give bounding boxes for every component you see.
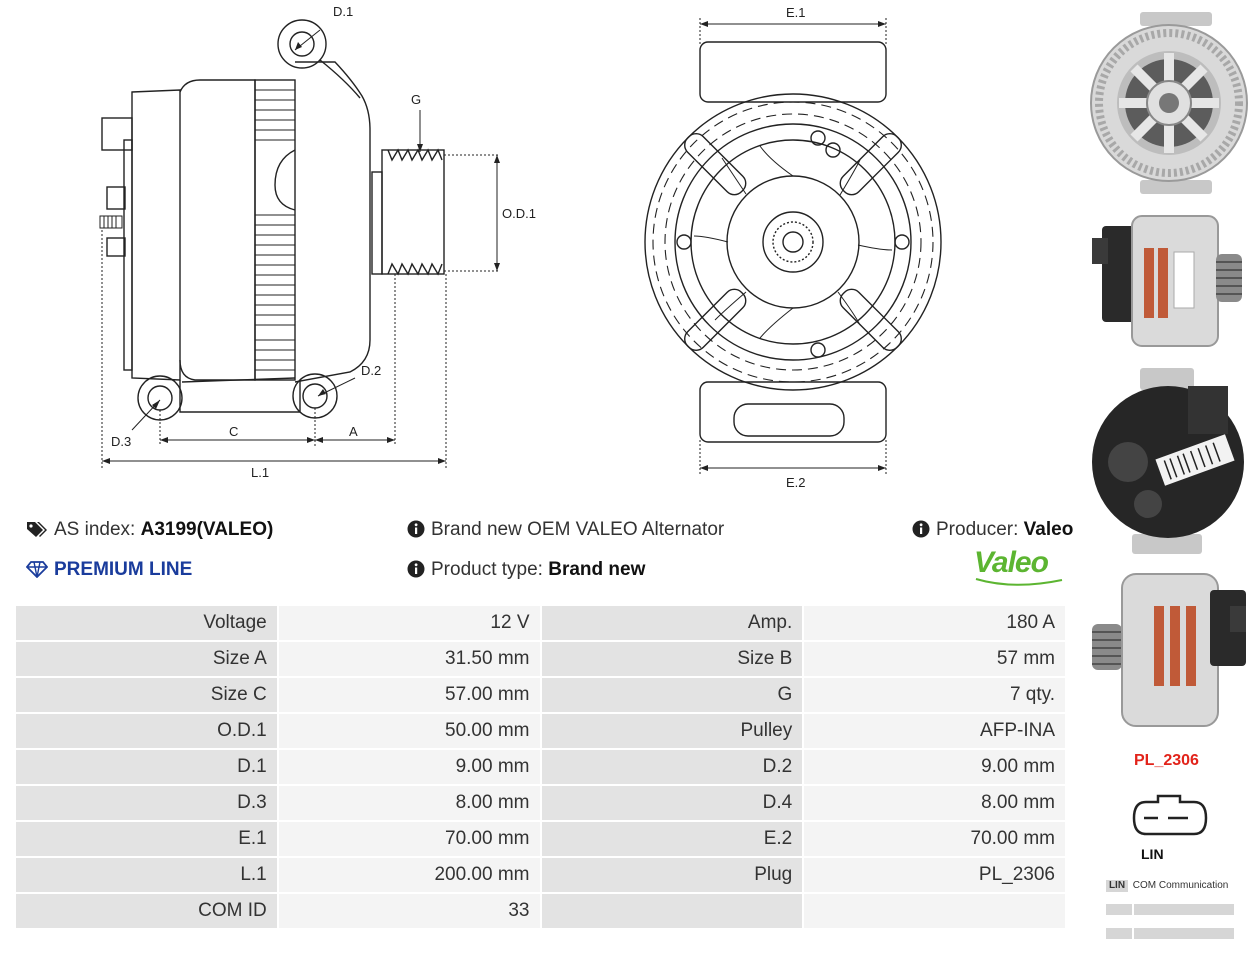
info-icon <box>407 560 425 578</box>
spec-value: 70.00 mm <box>804 822 1065 856</box>
valeo-logo: Valeo <box>974 546 1068 590</box>
product-type-value: Brand new <box>548 559 646 580</box>
spec-value: 180 A <box>804 606 1065 640</box>
spec-label: Voltage <box>16 606 277 640</box>
spec-label: D.4 <box>541 786 803 820</box>
spec-value: 31.50 mm <box>278 642 540 676</box>
label-e1: E.1 <box>786 5 806 20</box>
product-type: Product type: Brand new <box>407 559 645 581</box>
legend-tag: LIN <box>1106 880 1128 892</box>
spec-label: Size B <box>541 642 803 676</box>
legend-empty-tag <box>1106 928 1132 939</box>
spec-value: 200.00 mm <box>278 858 540 892</box>
spec-value: 12 V <box>278 606 540 640</box>
premium-line: PREMIUM LINE <box>26 559 192 581</box>
product-type-label: Product type: <box>431 559 543 580</box>
spec-label: D.2 <box>541 750 803 784</box>
label-d1: D.1 <box>333 4 353 19</box>
product-photo-rear <box>1092 368 1244 554</box>
plug-code: PL_2306 <box>1134 752 1199 769</box>
label-d2: D.2 <box>361 363 381 378</box>
spec-label: Size C <box>16 678 277 712</box>
spec-value: 57 mm <box>804 642 1065 676</box>
spec-label: G <box>541 678 803 712</box>
producer-value: Valeo <box>1023 519 1074 540</box>
description: Brand new OEM VALEO Alternator <box>407 519 724 541</box>
spec-value: 33 <box>278 894 540 928</box>
as-index-value: A3199(VALEO) <box>140 519 274 540</box>
premium-line-label: PREMIUM LINE <box>54 559 193 580</box>
label-a: A <box>349 424 358 439</box>
producer: Producer: Valeo <box>912 519 1073 541</box>
spec-label: E.2 <box>541 822 803 856</box>
tags-icon <box>27 522 47 537</box>
plug-terminal-label: LIN <box>1141 846 1164 862</box>
valeo-swoosh <box>975 578 1063 586</box>
spec-value: 70.00 mm <box>278 822 540 856</box>
as-index: AS index: A3199(VALEO) <box>26 519 273 541</box>
info-icon <box>912 520 930 538</box>
label-e2: E.2 <box>786 475 806 490</box>
plug-legend-row: LIN COM Communication <box>1106 880 1234 892</box>
label-od1: O.D.1 <box>502 206 536 221</box>
front-view-diagram: E.1 E.2 <box>644 5 942 490</box>
spec-value: PL_2306 <box>804 858 1065 892</box>
spec-label: D.3 <box>16 786 277 820</box>
legend-empty-bar <box>1134 928 1234 939</box>
label-c: C <box>229 424 238 439</box>
spec-value: 50.00 mm <box>278 714 540 748</box>
spec-label: COM ID <box>16 894 277 928</box>
spec-value: 8.00 mm <box>278 786 540 820</box>
diamond-icon <box>26 561 48 578</box>
label-l1: L.1 <box>251 465 269 480</box>
spec-value <box>804 894 1065 928</box>
spec-value: 7 qty. <box>804 678 1065 712</box>
spec-label: L.1 <box>16 858 277 892</box>
info-icon <box>407 520 425 538</box>
as-index-label: AS index: <box>54 519 136 540</box>
spec-value: 8.00 mm <box>804 786 1065 820</box>
spec-value: AFP-INA <box>804 714 1065 748</box>
spec-label: Amp. <box>541 606 803 640</box>
description-text: Brand new OEM VALEO Alternator <box>431 519 725 540</box>
spec-label: Plug <box>541 858 803 892</box>
spec-value: 9.00 mm <box>804 750 1065 784</box>
spec-value: 57.00 mm <box>278 678 540 712</box>
plug-connector-icon <box>1132 794 1208 836</box>
label-d3: D.3 <box>111 434 131 449</box>
legend-text: COM Communication <box>1132 880 1229 891</box>
legend-empty-bar <box>1134 904 1234 915</box>
product-photo-front <box>1090 12 1248 194</box>
spec-label: Pulley <box>541 714 803 748</box>
product-photo-side-right <box>1092 573 1246 727</box>
side-view-diagram: D.1 D.2 D.3 G O.D.1 A C L.1 <box>99 4 536 480</box>
producer-label: Producer: <box>936 519 1019 540</box>
legend-empty-tag <box>1106 904 1132 915</box>
spec-label: Size A <box>16 642 277 676</box>
valeo-logo-text: Valeo <box>974 546 1049 579</box>
spec-value: 9.00 mm <box>278 750 540 784</box>
product-photo-side-left <box>1092 215 1242 347</box>
spec-label: O.D.1 <box>16 714 277 748</box>
label-g: G <box>411 92 421 107</box>
spec-label: E.1 <box>16 822 277 856</box>
spec-label <box>541 894 803 928</box>
spec-label: D.1 <box>16 750 277 784</box>
